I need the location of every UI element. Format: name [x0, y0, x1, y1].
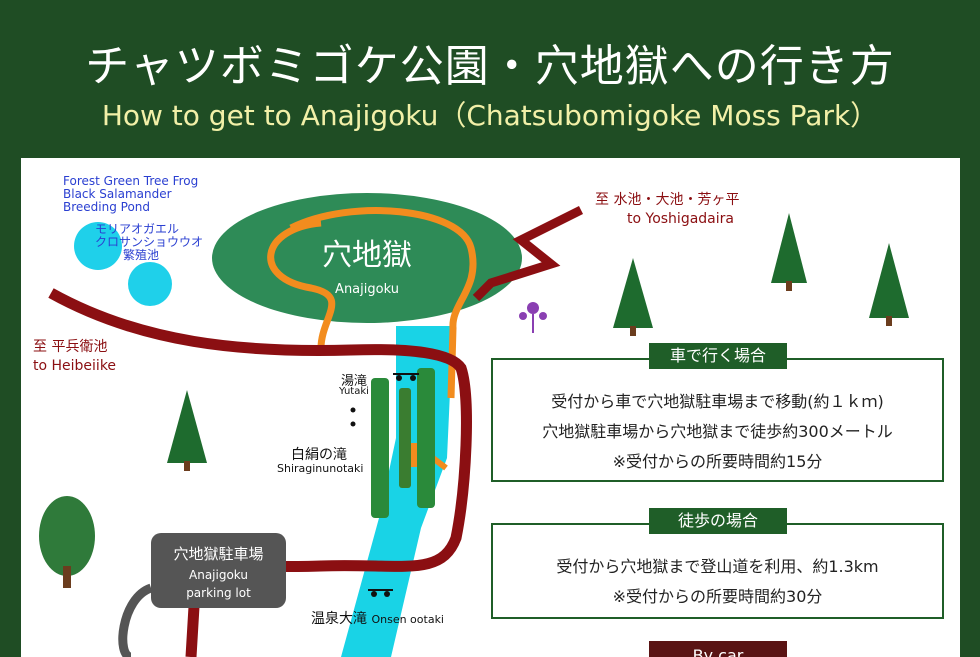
deciduous-tree-icon	[39, 496, 95, 588]
vegetation-mid	[399, 388, 411, 488]
car-info-box: 受付から車で穴地獄駐車場まで移動(約１ｋｍ) 穴地獄駐車場から穴地獄まで徒歩約3…	[491, 358, 944, 482]
waterfall-marker-icon	[350, 373, 419, 597]
purple-flower-icon	[519, 302, 547, 333]
road-main	[48, 288, 472, 657]
shiraginu-label-en: Shiraginunotaki	[277, 462, 364, 475]
yoshigadaira-label-en: to Yoshigadaira	[627, 211, 734, 227]
onsen-label: 温泉大滝 Onsen ootaki	[311, 608, 444, 628]
page-title: チャツボミゴケ公園・穴地獄への行き方	[85, 41, 895, 92]
car-info-line-2: 穴地獄駐車場から穴地獄まで徒歩約300メートル	[542, 422, 893, 441]
yoshigadaira-label: 至 水池・大池・芳ヶ平 to Yoshigadaira	[595, 191, 739, 229]
pond-label-jp-1: モリアオガエル	[95, 222, 180, 236]
heibeiike-label-jp: 至 平兵衛池	[33, 339, 108, 355]
pond-label-en-2: Black Salamander	[63, 187, 172, 201]
pond-label-jp: モリアオガエル クロサンショウウオ 繁殖池	[95, 223, 203, 262]
trail-loop	[267, 219, 336, 349]
page-subtitle: How to get to Anajigoku（Chatsubomigoke M…	[101, 99, 879, 132]
car-info-line-1: 受付から車で穴地獄駐車場まで移動(約１ｋｍ)	[551, 392, 884, 411]
by-car-tab[interactable]: By car	[649, 641, 787, 657]
yutaki-label-en: Yutaki	[339, 386, 369, 397]
walk-info-box: 受付から穴地獄まで登山道を利用、約1.3km ※受付からの所要時間約30分	[491, 523, 944, 619]
yoshigadaira-label-jp: 至 水池・大池・芳ヶ平	[595, 192, 740, 208]
walk-info-line-2: ※受付からの所要時間約30分	[612, 587, 823, 606]
onsen-label-jp: 温泉大滝	[311, 611, 367, 627]
map-area: Forest Green Tree Frog Black Salamander …	[21, 158, 960, 657]
pond-label-en-1: Forest Green Tree Frog	[63, 174, 199, 188]
shiraginu-label-jp: 白絹の滝	[291, 447, 347, 463]
anajigoku-label-jp: 穴地獄	[322, 238, 412, 273]
car-info-line-3: ※受付からの所要時間約15分	[612, 452, 823, 471]
parking-lot	[151, 533, 286, 608]
heibeiike-label: 至 平兵衛池 to Heibeiike	[33, 338, 116, 376]
pond-label-jp-3: 繁殖池	[123, 248, 160, 262]
anajigoku-label-en: Anajigoku	[335, 282, 399, 297]
parking-label-en-1: Anajigoku	[189, 568, 248, 582]
walk-info-line-1: 受付から穴地獄まで登山道を利用、約1.3km	[556, 557, 879, 576]
car-info-heading: 車で行く場合	[649, 343, 787, 369]
onsen-label-en: Onsen ootaki	[371, 613, 444, 626]
pond-1	[74, 222, 122, 270]
trail-loop-2	[289, 207, 477, 399]
vegetation-left	[371, 378, 389, 518]
pond-label-en: Forest Green Tree Frog Black Salamander …	[63, 175, 198, 214]
pond-label-en-3: Breeding Pond	[63, 200, 151, 214]
walk-info-heading: 徒歩の場合	[649, 508, 787, 534]
pond-2	[128, 262, 172, 306]
vegetation-right	[417, 368, 435, 508]
conifer-tree-icon	[167, 213, 909, 471]
parking-access	[118, 583, 153, 657]
map-graphics	[39, 193, 909, 657]
road-north	[472, 205, 584, 302]
parking-label-jp: 穴地獄駐車場	[173, 545, 264, 563]
heibeiike-label-en: to Heibeiike	[33, 358, 117, 374]
parking-label-en-2: parking lot	[186, 586, 251, 600]
yutaki-label-jp: 湯滝	[341, 374, 368, 389]
pond-label-jp-2: クロサンショウウオ	[95, 235, 204, 249]
